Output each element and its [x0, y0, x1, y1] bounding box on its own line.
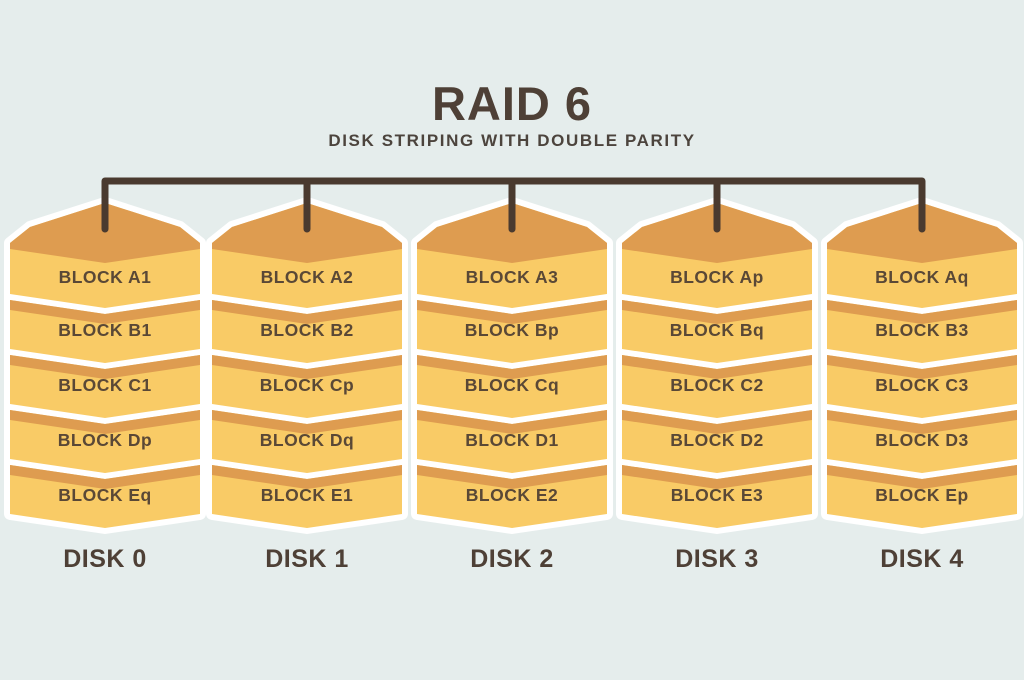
block-label: BLOCK D3 — [875, 430, 969, 450]
block-label: BLOCK D1 — [465, 430, 559, 450]
disk-2: BLOCK A3 BLOCK Bp BLOCK Cq BLOCK D1 BLOC… — [417, 197, 607, 597]
disk-0: BLOCK A1 BLOCK B1 BLOCK C1 BLOCK Dp BLOC… — [10, 197, 200, 597]
disk-label: DISK 2 — [470, 545, 554, 573]
block-label: BLOCK D2 — [670, 430, 764, 450]
disk-label: DISK 3 — [675, 545, 759, 573]
disk-3: BLOCK Ap BLOCK Bq BLOCK C2 BLOCK D2 BLOC… — [622, 197, 812, 597]
block-label: BLOCK Cq — [464, 375, 560, 395]
disk-4: BLOCK Aq BLOCK B3 BLOCK C3 BLOCK D3 BLOC… — [827, 197, 1017, 597]
disk-label: DISK 0 — [63, 545, 147, 573]
page-subtitle: DISK STRIPING WITH DOUBLE PARITY — [328, 131, 696, 150]
page-title: RAID 6 — [431, 77, 593, 130]
block-label: BLOCK A3 — [465, 267, 559, 287]
block-label: BLOCK E1 — [260, 485, 354, 505]
block-label: BLOCK A1 — [58, 267, 152, 287]
block-label: BLOCK Dp — [57, 430, 153, 450]
block-label: BLOCK C2 — [670, 375, 764, 395]
block-label: BLOCK B2 — [260, 320, 354, 340]
block-label: BLOCK Cp — [259, 375, 355, 395]
block-label: BLOCK B1 — [58, 320, 152, 340]
block-label: BLOCK Ap — [670, 267, 764, 287]
block-label: BLOCK Bp — [464, 320, 560, 340]
block-label: BLOCK E2 — [465, 485, 559, 505]
block-label: BLOCK B3 — [875, 320, 969, 340]
disk-label: DISK 4 — [880, 545, 964, 573]
block-label: BLOCK Bq — [669, 320, 765, 340]
block-label: BLOCK Eq — [58, 485, 152, 505]
disk-1: BLOCK A2 BLOCK B2 BLOCK Cp BLOCK Dq BLOC… — [212, 197, 402, 597]
block-label: BLOCK C3 — [875, 375, 969, 395]
disk-label: DISK 1 — [265, 545, 349, 573]
block-label: BLOCK Dq — [259, 430, 355, 450]
block-label: BLOCK Ep — [875, 485, 969, 505]
block-label: BLOCK A2 — [260, 267, 354, 287]
block-label: BLOCK E3 — [670, 485, 764, 505]
block-label: BLOCK Aq — [875, 267, 969, 287]
block-label: BLOCK C1 — [58, 375, 152, 395]
